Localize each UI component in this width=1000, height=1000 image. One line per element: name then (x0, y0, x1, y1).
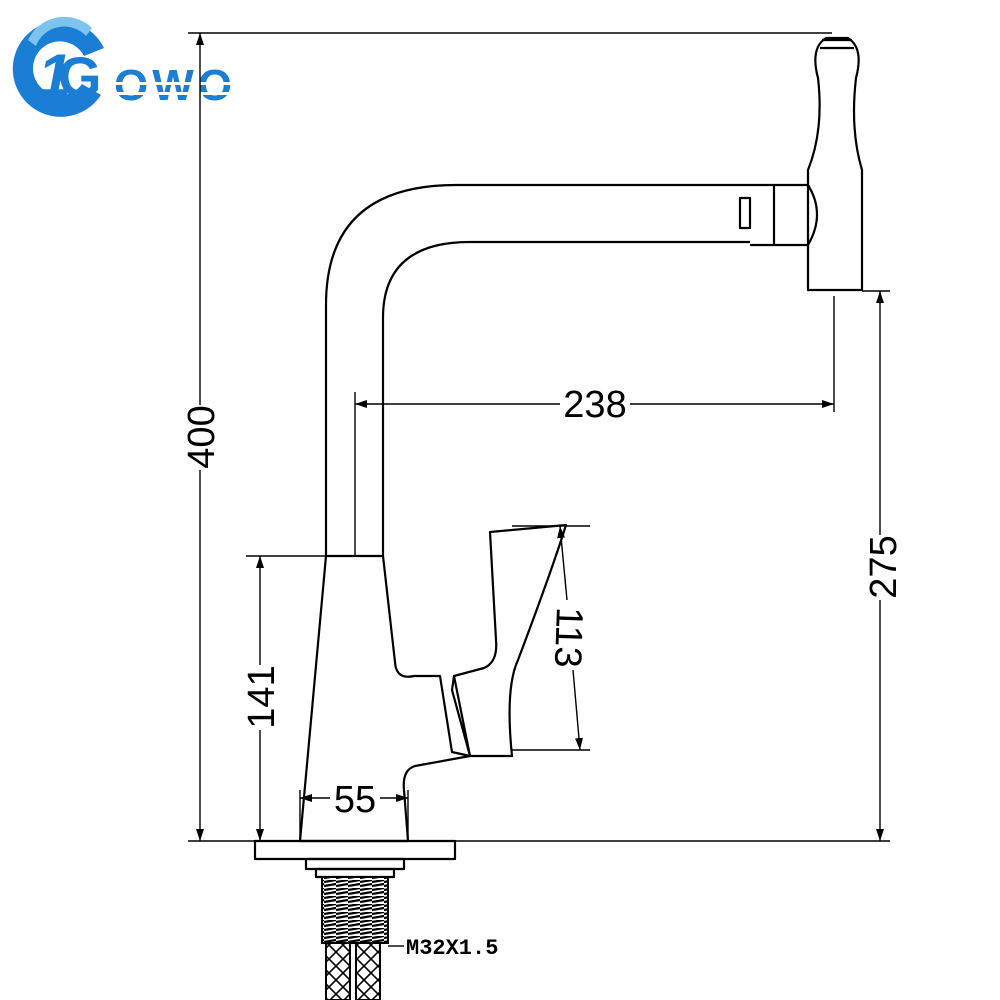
logo-ring-highlight (28, 16, 92, 46)
dim-label-base-width: 55 (334, 779, 376, 821)
logo-stripe-2 (114, 92, 270, 95)
pull-head (806, 36, 864, 292)
faucet-body (298, 554, 472, 843)
brand-logo: 1 G OWO (12, 16, 270, 117)
dim-label-spout-reach: 238 (563, 384, 626, 426)
dim-label-handle-height: 113 (546, 606, 590, 668)
dim-label-body-height: 141 (241, 665, 283, 728)
dim-line-handle-height (557, 525, 568, 601)
handle-lever (450, 523, 568, 758)
spout-tip-ring (738, 196, 752, 230)
braided-hose-left (325, 942, 351, 1000)
pull-head-cap (820, 38, 854, 50)
spout-inner (381, 240, 750, 556)
logo-stripe-1 (114, 82, 270, 85)
dim-label-spout-height: 275 (863, 535, 905, 598)
logo-mark-text: 1 (38, 42, 71, 109)
dim-label-total-height: 400 (181, 405, 223, 468)
braided-hose-right (355, 942, 381, 1000)
mounting-washer (314, 867, 396, 879)
logo-initial-text: G (58, 45, 102, 108)
threaded-shank (321, 876, 389, 944)
spout-outer (324, 183, 750, 556)
thread-spec-label: M32X1.5 (406, 936, 498, 961)
handle-lever-detail (452, 675, 472, 757)
logo-name-text: OWO (114, 61, 236, 110)
faucet-outline (253, 36, 864, 879)
mounting-nut (304, 857, 406, 871)
base-plate (253, 839, 457, 861)
dimension-lines (188, 32, 890, 947)
